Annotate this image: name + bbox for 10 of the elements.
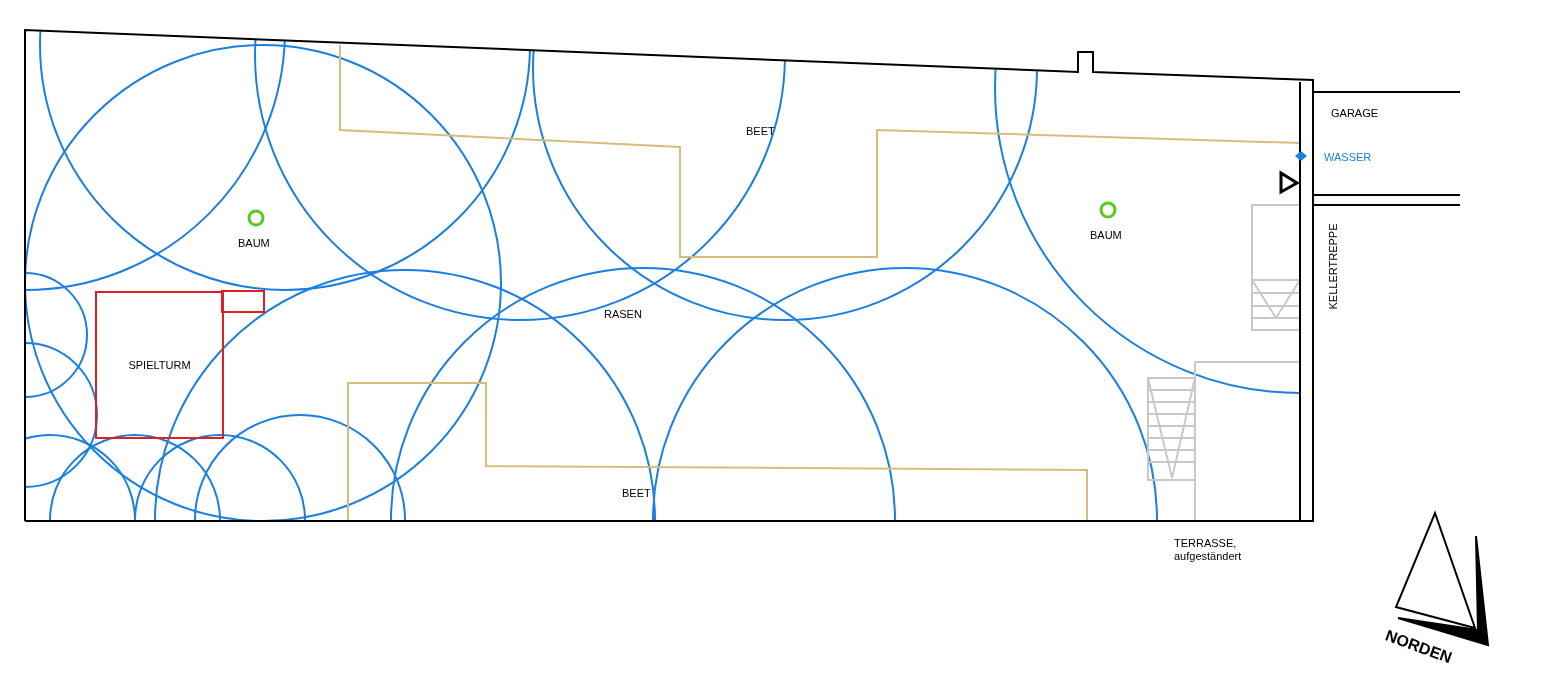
terrace-label: TERRASSE, aufgeständert (1174, 537, 1243, 563)
play-tower-label: SPIELTURM (128, 359, 191, 371)
tree-label: BAUM (1090, 229, 1122, 242)
basement-stairs-label: KELLERTREPPE (1326, 223, 1340, 310)
water-label: WASSER (1324, 151, 1372, 164)
lawn-label: RASEN (604, 308, 642, 321)
tree-label: BAUM (238, 237, 270, 250)
bed-label: BEET (622, 487, 651, 500)
garage-label: GARAGE (1331, 107, 1379, 120)
play-tower-outline (95, 291, 224, 439)
